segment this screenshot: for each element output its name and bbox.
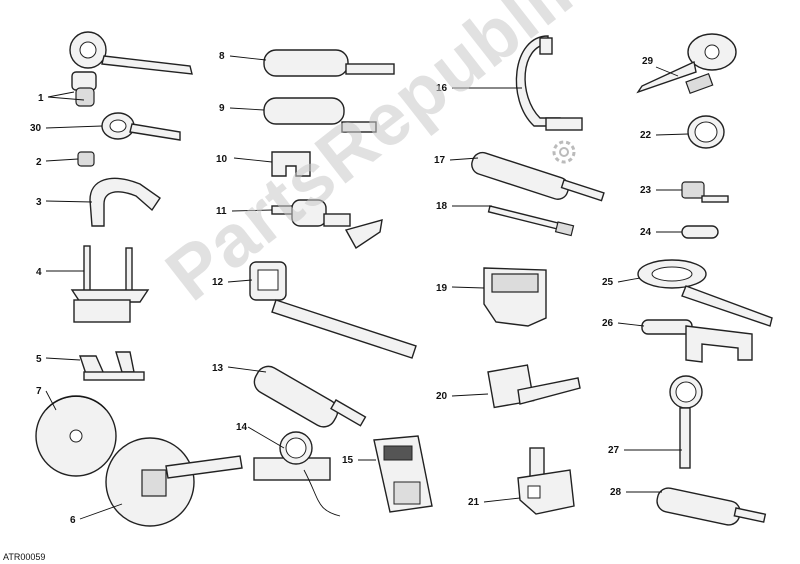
diagram-code: ATR00059 bbox=[3, 552, 46, 562]
callout-18: 18 bbox=[436, 201, 448, 212]
part-18-long-rod[interactable] bbox=[487, 205, 575, 237]
part-19-gauge-holder[interactable] bbox=[483, 267, 547, 327]
callout-13: 13 bbox=[212, 363, 224, 374]
part-26-bracket-tool[interactable] bbox=[641, 319, 753, 363]
callout-30: 30 bbox=[30, 123, 42, 134]
part-23-pin-clamp[interactable] bbox=[681, 181, 729, 203]
callout-10: 10 bbox=[216, 154, 228, 165]
callout-9: 9 bbox=[219, 103, 225, 114]
callout-12: 12 bbox=[212, 277, 224, 288]
part-15-electronic-tester[interactable] bbox=[373, 435, 433, 513]
callout-28: 28 bbox=[610, 487, 622, 498]
part-10-shim-plate[interactable] bbox=[271, 151, 311, 177]
callout-6: 6 bbox=[70, 515, 76, 526]
callout-29: 29 bbox=[642, 56, 654, 67]
callout-11: 11 bbox=[216, 206, 227, 217]
callout-19: 19 bbox=[436, 283, 448, 294]
part-13-drift-punch[interactable] bbox=[250, 362, 367, 431]
callout-17: 17 bbox=[434, 155, 446, 166]
part-29-lever-tool[interactable] bbox=[636, 33, 737, 95]
part-3-crank-tool[interactable] bbox=[89, 177, 161, 227]
callout-25: 25 bbox=[602, 277, 614, 288]
callout-24: 24 bbox=[640, 227, 652, 238]
part-27-dial-gauge[interactable] bbox=[669, 375, 703, 469]
callout-7: 7 bbox=[36, 386, 42, 397]
part-28-drift[interactable] bbox=[655, 486, 767, 527]
leader-lines bbox=[45, 55, 689, 520]
callout-26: 26 bbox=[602, 318, 614, 329]
part-12-spanner-wrench[interactable] bbox=[249, 261, 417, 359]
part-7-degree-wheel[interactable] bbox=[35, 395, 117, 477]
part-22-ring-nut[interactable] bbox=[687, 115, 725, 149]
callout-8: 8 bbox=[219, 51, 225, 62]
part-16-c-clamp[interactable] bbox=[515, 35, 583, 131]
callout-22: 22 bbox=[640, 130, 652, 141]
callout-labels: 1 2 3 4 5 6 7 8 9 10 11 12 13 14 15 16 1… bbox=[30, 51, 654, 526]
part-8-shaft-puller[interactable] bbox=[263, 49, 395, 77]
part-20-adjustable-clamp[interactable] bbox=[487, 364, 581, 409]
part-30-hook-wrench[interactable] bbox=[101, 112, 181, 141]
part-24-small-pin[interactable] bbox=[681, 225, 719, 239]
part-25-spanner[interactable] bbox=[637, 259, 773, 327]
callout-23: 23 bbox=[640, 185, 652, 196]
part-5-shim-bracket[interactable] bbox=[79, 351, 145, 381]
callout-16: 16 bbox=[436, 83, 448, 94]
part-17-shaft-holder[interactable] bbox=[469, 150, 605, 202]
callout-3: 3 bbox=[36, 197, 42, 208]
part-2-small-nut[interactable] bbox=[77, 151, 95, 167]
part-14-dial-indicator-stand[interactable] bbox=[253, 431, 341, 517]
callout-5: 5 bbox=[36, 354, 42, 365]
callout-20: 20 bbox=[436, 391, 448, 402]
part-4-bracket-studs[interactable] bbox=[70, 245, 150, 323]
part-11-t-handle-puller[interactable] bbox=[271, 199, 383, 250]
callout-15: 15 bbox=[342, 455, 354, 466]
callout-2: 2 bbox=[36, 157, 42, 168]
part-6-timing-disc-tool[interactable] bbox=[105, 437, 243, 527]
gear-logo-icon bbox=[552, 140, 576, 164]
part-21-stand-with-adapter[interactable] bbox=[517, 447, 575, 515]
callout-1: 1 bbox=[38, 93, 44, 104]
part-9-drift[interactable] bbox=[263, 97, 377, 133]
callout-14: 14 bbox=[236, 422, 248, 433]
part-1-pin-wrench[interactable] bbox=[69, 31, 193, 107]
callout-21: 21 bbox=[468, 497, 480, 508]
callout-4: 4 bbox=[36, 267, 42, 278]
callout-27: 27 bbox=[608, 445, 620, 456]
